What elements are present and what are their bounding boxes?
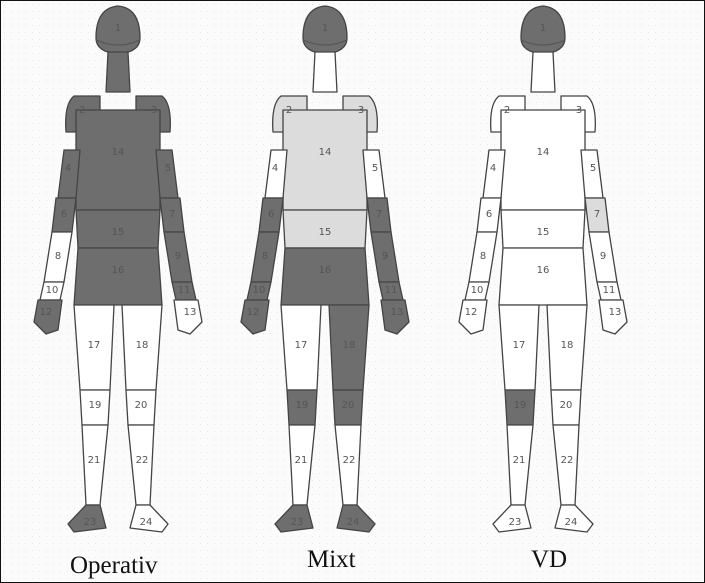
region-label-10: 10 bbox=[253, 285, 266, 296]
region-label-21: 21 bbox=[88, 455, 101, 466]
caption-operativ: Operativ bbox=[70, 552, 157, 580]
region-label-20: 20 bbox=[342, 400, 355, 411]
region-label-22: 22 bbox=[136, 455, 149, 466]
region-label-9: 9 bbox=[600, 251, 606, 262]
region-label-16: 16 bbox=[112, 265, 125, 276]
region-label-9: 9 bbox=[175, 251, 181, 262]
body-region-neck bbox=[106, 52, 130, 92]
region-label-4: 4 bbox=[65, 163, 71, 174]
region-label-12: 12 bbox=[465, 307, 478, 318]
region-label-21: 21 bbox=[513, 455, 526, 466]
region-label-15: 15 bbox=[537, 227, 550, 238]
region-label-2: 2 bbox=[79, 105, 85, 116]
region-label-19: 19 bbox=[89, 400, 102, 411]
region-label-6: 6 bbox=[486, 209, 492, 220]
body-region-neck bbox=[531, 52, 555, 92]
region-label-3: 3 bbox=[576, 105, 582, 116]
region-label-11: 11 bbox=[603, 285, 616, 296]
region-label-5: 5 bbox=[165, 163, 171, 174]
region-label-19: 19 bbox=[514, 400, 527, 411]
region-label-24: 24 bbox=[565, 517, 578, 528]
body-region-5 bbox=[156, 150, 178, 198]
region-label-2: 2 bbox=[504, 105, 510, 116]
region-label-12: 12 bbox=[247, 307, 260, 318]
region-label-14: 14 bbox=[319, 147, 332, 158]
region-label-12: 12 bbox=[40, 307, 53, 318]
region-label-8: 8 bbox=[480, 251, 486, 262]
region-label-13: 13 bbox=[609, 307, 622, 318]
region-label-23: 23 bbox=[509, 517, 522, 528]
body-region-4 bbox=[58, 150, 80, 198]
region-label-18: 18 bbox=[561, 340, 574, 351]
body-region-neck bbox=[313, 52, 337, 92]
region-label-10: 10 bbox=[471, 285, 484, 296]
region-label-22: 22 bbox=[561, 455, 574, 466]
region-label-15: 15 bbox=[112, 227, 125, 238]
region-label-10: 10 bbox=[46, 285, 59, 296]
region-label-9: 9 bbox=[382, 251, 388, 262]
region-label-20: 20 bbox=[560, 400, 573, 411]
region-label-1: 1 bbox=[322, 23, 328, 34]
region-label-6: 6 bbox=[61, 209, 67, 220]
region-label-24: 24 bbox=[140, 517, 153, 528]
region-label-11: 11 bbox=[178, 285, 191, 296]
region-label-16: 16 bbox=[537, 265, 550, 276]
region-label-1: 1 bbox=[115, 23, 121, 34]
body-region-14 bbox=[501, 110, 585, 210]
body-region-4 bbox=[265, 150, 287, 198]
body-region-4 bbox=[483, 150, 505, 198]
caption-mixt: Mixt bbox=[307, 546, 356, 574]
region-label-8: 8 bbox=[55, 251, 61, 262]
region-label-6: 6 bbox=[268, 209, 274, 220]
region-label-5: 5 bbox=[372, 163, 378, 174]
region-label-4: 4 bbox=[272, 163, 278, 174]
region-label-17: 17 bbox=[513, 340, 526, 351]
region-label-23: 23 bbox=[291, 517, 304, 528]
region-label-17: 17 bbox=[88, 340, 101, 351]
region-label-22: 22 bbox=[343, 455, 356, 466]
region-label-7: 7 bbox=[594, 209, 600, 220]
region-label-3: 3 bbox=[151, 105, 157, 116]
body-region-5 bbox=[581, 150, 603, 198]
region-label-19: 19 bbox=[296, 400, 309, 411]
region-label-24: 24 bbox=[347, 517, 360, 528]
region-label-2: 2 bbox=[286, 105, 292, 116]
region-label-17: 17 bbox=[295, 340, 308, 351]
body-region-16 bbox=[281, 248, 369, 305]
region-label-14: 14 bbox=[537, 147, 550, 158]
region-label-13: 13 bbox=[391, 307, 404, 318]
region-label-15: 15 bbox=[319, 227, 332, 238]
region-label-8: 8 bbox=[262, 251, 268, 262]
region-label-7: 7 bbox=[169, 209, 175, 220]
body-region-16 bbox=[74, 248, 162, 305]
region-label-11: 11 bbox=[385, 285, 398, 296]
region-label-13: 13 bbox=[184, 307, 197, 318]
caption-vd: VD bbox=[531, 546, 567, 574]
region-label-1: 1 bbox=[540, 23, 546, 34]
region-label-18: 18 bbox=[136, 340, 149, 351]
body-region-14 bbox=[76, 110, 160, 210]
region-label-14: 14 bbox=[112, 147, 125, 158]
region-label-16: 16 bbox=[319, 265, 332, 276]
region-label-23: 23 bbox=[84, 517, 97, 528]
region-label-18: 18 bbox=[343, 340, 356, 351]
region-label-3: 3 bbox=[358, 105, 364, 116]
region-label-4: 4 bbox=[490, 163, 496, 174]
region-label-21: 21 bbox=[295, 455, 308, 466]
body-region-16 bbox=[499, 248, 587, 305]
body-region-14 bbox=[283, 110, 367, 210]
region-label-5: 5 bbox=[590, 163, 596, 174]
region-label-7: 7 bbox=[376, 209, 382, 220]
region-label-20: 20 bbox=[135, 400, 148, 411]
body-region-5 bbox=[363, 150, 385, 198]
